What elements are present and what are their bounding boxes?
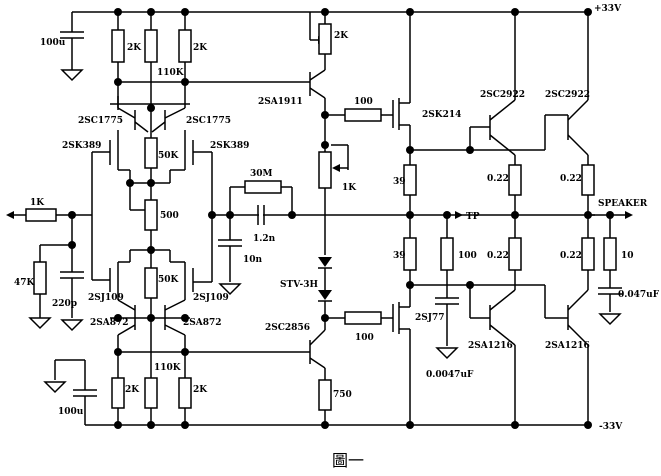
input-series-label: 1K: [30, 198, 45, 208]
cap-bot-label: 100u: [58, 407, 84, 417]
r39-top-label: 39: [393, 177, 406, 187]
out-top-a-label: 2SC2922: [480, 90, 525, 100]
ground-symbol: [28, 317, 52, 330]
input-arrow: [6, 211, 14, 219]
r39-bot-label: 39: [393, 251, 406, 261]
tp-label: TP: [466, 212, 480, 222]
resistor: [508, 164, 522, 196]
q6-label: 2SJ109: [193, 293, 229, 303]
diode: [318, 290, 332, 300]
potentiometer: [318, 23, 332, 55]
resistor: [344, 108, 382, 122]
q8-label: 2SA872: [183, 318, 222, 328]
resistor: [144, 137, 158, 169]
zob-c-label: 0.0047uF: [426, 370, 474, 380]
out-bot-b-label: 2SA1216: [545, 341, 590, 351]
diode-label: STV-3H: [280, 280, 319, 290]
spk-r-label: 10: [621, 251, 634, 261]
resistor: [318, 379, 332, 411]
speaker-arrow: [625, 211, 633, 219]
positive-supply-label: +33V: [594, 4, 622, 14]
q5-label: 2SJ109: [88, 293, 124, 303]
gate-r-bot-label: 100: [355, 333, 374, 343]
vas-top-label: 2SA1911: [258, 97, 303, 107]
junction-dots: [68, 8, 614, 429]
resistor: [508, 237, 522, 271]
r-top-b-label: 110K: [157, 68, 185, 78]
resistor: [111, 29, 125, 63]
resistor: [144, 377, 158, 409]
resistor: [178, 29, 192, 63]
q1-label: 2SC1775: [78, 116, 123, 126]
fet-bot-label: 2SJ77: [415, 313, 445, 323]
resistor: [178, 377, 192, 409]
ground-symbol: [60, 69, 84, 82]
ground-symbol: [435, 347, 459, 360]
fb-c-label: 1.2n: [253, 234, 276, 244]
vas-r-label: 750: [333, 390, 352, 400]
input-shunt-label: 47K: [14, 278, 36, 288]
potentiometer: [318, 151, 332, 189]
diode: [318, 257, 332, 267]
ground-symbol: [598, 313, 622, 326]
resistor: [111, 377, 125, 409]
r-50k-top-label: 50K: [158, 151, 180, 161]
cap-top-label: 100u: [40, 38, 66, 48]
ground-symbol: [60, 319, 84, 332]
r-500-label: 500: [160, 211, 179, 221]
re-c-label: 0.22: [487, 251, 509, 261]
out-top-b-label: 2SC2922: [545, 90, 590, 100]
resistor: [144, 267, 158, 299]
ground-symbol: [43, 381, 67, 394]
out-bot-a-label: 2SA1216: [468, 341, 513, 351]
re-d-label: 0.22: [560, 251, 582, 261]
resistor: [440, 237, 454, 271]
resistor: [25, 208, 57, 222]
bias-pot-label: 1K: [342, 183, 357, 193]
re-a-label: 0.22: [487, 174, 509, 184]
r-50k-bot-label: 50K: [158, 275, 180, 285]
input-cap-label: 220p: [52, 299, 77, 309]
zob-r-label: 100: [458, 251, 477, 261]
resistor: [403, 237, 417, 271]
resistor: [144, 29, 158, 63]
vas-pot-label: 2K: [334, 31, 349, 41]
fb-c2-label: 10n: [243, 255, 263, 265]
fet-top-label: 2SK214: [422, 110, 461, 120]
resistor: [344, 311, 382, 325]
resistor: [581, 237, 595, 271]
q7-label: 2SA872: [90, 318, 129, 328]
r-bot-a-label: 2K: [125, 385, 140, 395]
gate-r-top-label: 100: [354, 97, 373, 107]
re-b-label: 0.22: [560, 174, 582, 184]
vas-bot-label: 2SC2856: [265, 323, 310, 333]
resistor: [244, 180, 282, 194]
speaker-label: SPEAKER: [598, 199, 648, 209]
resistor: [144, 199, 158, 231]
q2-label: 2SC1775: [186, 116, 231, 126]
figure-caption: 圖一: [332, 451, 364, 470]
resistor: [603, 237, 617, 271]
resistor: [581, 164, 595, 196]
r-top-c-label: 2K: [193, 43, 208, 53]
negative-supply-label: -33V: [599, 422, 623, 432]
ground-symbol: [218, 283, 242, 296]
r-bot-c-label: 2K: [193, 385, 208, 395]
tp-arrow: [455, 211, 463, 219]
r-bot-b-label: 110K: [154, 363, 182, 373]
q3-label: 2SK389: [62, 141, 101, 151]
spk-c-label: 0.047uF: [618, 290, 660, 300]
q4-label: 2SK389: [210, 141, 249, 151]
r-top-a-label: 2K: [127, 43, 142, 53]
resistor: [33, 261, 47, 295]
fb-r-label: 30M: [250, 169, 273, 179]
resistor: [403, 164, 417, 196]
